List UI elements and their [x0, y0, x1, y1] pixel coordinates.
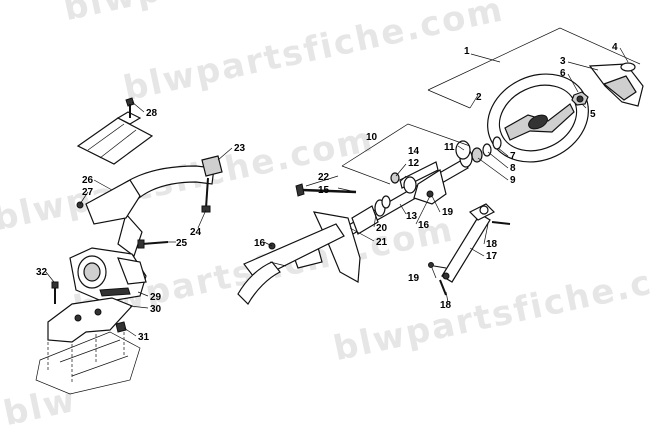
- callout-12: 12: [408, 158, 420, 169]
- shaft-bolt: [295, 183, 357, 197]
- callout-11: 11: [444, 142, 455, 153]
- callout-4: 4: [612, 42, 618, 53]
- tube-clamp: [201, 155, 223, 213]
- callout-5: 5: [590, 109, 596, 120]
- column-bushings: [381, 140, 471, 209]
- callout-14: 14: [408, 146, 420, 157]
- callout-1: 1: [464, 46, 470, 57]
- callout-13: 13: [406, 211, 418, 222]
- callout-22: 22: [318, 172, 330, 183]
- bolt-31: [115, 321, 127, 333]
- mount-dashed-lines: [47, 332, 125, 382]
- bolt-32: [51, 281, 59, 304]
- lower-mount-bracket: [47, 297, 134, 343]
- callout-18-lower: 18: [440, 300, 452, 311]
- callout-10: 10: [366, 132, 378, 143]
- callout-20: 20: [376, 223, 388, 234]
- callout-16-left: 16: [254, 238, 266, 249]
- lower-shaft: [237, 223, 345, 305]
- steering-wheel: [487, 73, 589, 163]
- callout-15: 15: [318, 185, 330, 196]
- callout-7: 7: [510, 151, 516, 162]
- callout-29: 29: [150, 292, 162, 303]
- tube-bracket: [76, 179, 141, 225]
- bolt-28: [125, 97, 135, 118]
- callout-23: 23: [234, 143, 246, 154]
- callout-28: 28: [146, 108, 158, 119]
- damper-bolts: [428, 262, 447, 296]
- callout-6: 6: [560, 68, 566, 79]
- callout-32: 32: [36, 267, 48, 278]
- callout-27: 27: [82, 187, 94, 198]
- group-outline-10: [341, 123, 471, 185]
- callout-8: 8: [510, 163, 516, 174]
- callout-24: 24: [190, 227, 202, 238]
- callout-3: 3: [560, 56, 566, 67]
- callout-21: 21: [376, 237, 388, 248]
- callouts: 1 2 3 4 5 6 7 8 9 10 11 12 13 14 15 16 1…: [36, 42, 618, 343]
- upper-mount-plate: [76, 111, 154, 165]
- frame-plate: [35, 331, 141, 395]
- callout-19-lower: 19: [408, 273, 420, 284]
- callout-25: 25: [176, 238, 188, 249]
- gearbox-bolt-25: [137, 239, 169, 249]
- wheel-nut: [571, 91, 589, 106]
- callout-31: 31: [138, 332, 150, 343]
- callout-18-upper: 18: [486, 239, 498, 250]
- leader-lines: [45, 47, 629, 337]
- gearbox: [69, 247, 147, 303]
- callout-19-upper: 19: [442, 207, 454, 218]
- callout-30: 30: [150, 304, 162, 315]
- callout-17: 17: [486, 251, 498, 262]
- steering-column: [339, 148, 473, 239]
- diagram-drawing: 1 2 3 4 5 6 7 8 9 10 11 12 13 14 15 16 1…: [35, 27, 644, 395]
- callout-16-right: 16: [418, 220, 430, 231]
- group-outline-1: [427, 27, 641, 109]
- damper: [441, 203, 511, 283]
- wheel-washers: [471, 136, 502, 163]
- callout-2: 2: [476, 92, 482, 103]
- callout-9: 9: [510, 175, 516, 186]
- wheel-pad: [588, 62, 644, 107]
- callout-26: 26: [82, 175, 94, 186]
